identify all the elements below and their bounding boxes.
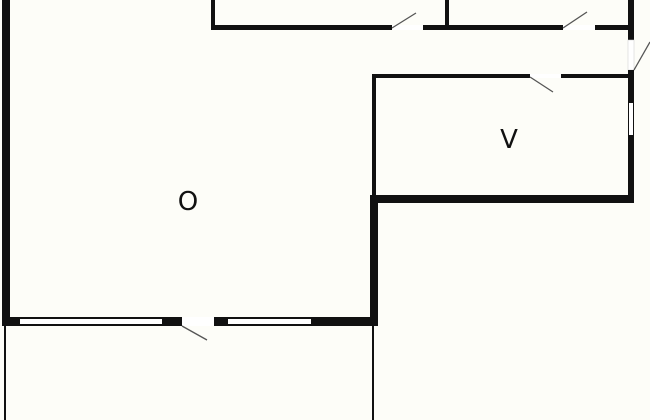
wall-v-left — [372, 74, 376, 200]
room-label-side: V — [500, 125, 518, 155]
door-swing-3 — [633, 41, 650, 71]
wall-right-lower — [628, 70, 634, 203]
wall-right-upper — [628, 0, 634, 40]
wall-left — [2, 0, 10, 326]
room-label-main: O — [178, 187, 198, 217]
door-opening-4 — [530, 74, 561, 78]
door-opening-3 — [627, 39, 635, 71]
wall-v-top — [372, 74, 634, 78]
door-opening-1 — [392, 25, 423, 30]
wall-top-rooms-divider — [445, 0, 449, 29]
door-swing-4 — [529, 76, 554, 93]
door-swing-2 — [562, 11, 588, 29]
door-swing-1 — [391, 12, 417, 29]
window-right — [629, 103, 633, 135]
door-opening-5 — [182, 317, 214, 326]
window-bottom-2 — [228, 319, 311, 324]
window-bottom-1 — [20, 319, 162, 324]
wall-main-right — [370, 195, 378, 326]
door-swing-5 — [181, 325, 208, 341]
wall-top-room-left — [211, 0, 215, 29]
door-opening-2 — [563, 25, 595, 30]
wall-v-bottom — [370, 195, 634, 203]
